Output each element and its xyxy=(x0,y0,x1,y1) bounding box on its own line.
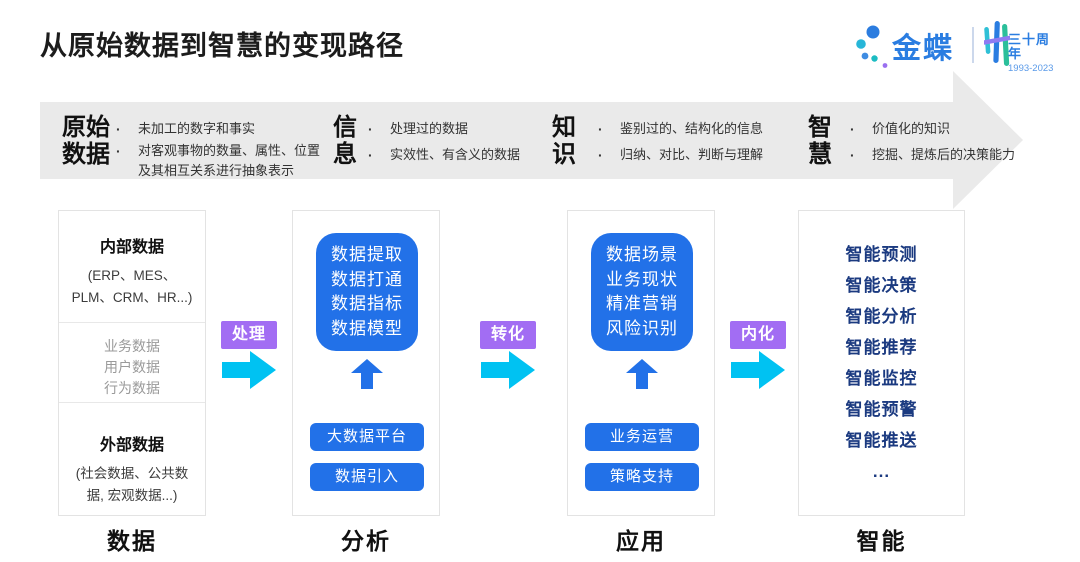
label-application: 应用 xyxy=(616,528,666,554)
connector-process-label: 处理 xyxy=(221,321,277,349)
right-arrow-icon xyxy=(481,351,535,389)
application-capability-box: 数据场景 业务现状 精准营销 风险识别 xyxy=(591,233,693,351)
column-intelligence: 智能预测 智能决策 智能分析 智能推荐 智能监控 智能预警 智能推送 ... xyxy=(798,210,965,516)
up-arrow-icon xyxy=(626,359,658,389)
bullet-item: 对客观事物的数量、属性、位置及其相互关系进行抽象表示 xyxy=(116,141,322,181)
bullet-item: 处理过的数据 xyxy=(368,119,563,139)
capability-line: 精准营销 xyxy=(606,294,678,313)
anniversary-years: 1993-2023 xyxy=(1008,62,1054,74)
intelligence-item: 智能预警 xyxy=(845,400,918,419)
capability-line: 数据场景 xyxy=(606,245,678,264)
label-data: 数据 xyxy=(107,528,157,554)
bullet-item: 归纳、对比、判断与理解 xyxy=(598,145,798,165)
logo-divider xyxy=(972,27,974,63)
stage-knowledge-line1: 知 xyxy=(552,114,576,141)
data-type-item: 行为数据 xyxy=(104,380,160,396)
kingdee-dots-icon xyxy=(856,25,888,68)
data-type-item: 用户数据 xyxy=(104,359,160,375)
stage-information-line2: 息 xyxy=(333,141,357,168)
page-title: 从原始数据到智慧的变现路径 xyxy=(40,31,404,61)
brand-name: 金蝶 xyxy=(892,33,955,65)
label-analysis: 分析 xyxy=(341,528,391,554)
capability-line: 数据打通 xyxy=(331,269,403,289)
analysis-pill-platform: 大数据平台 xyxy=(310,423,424,451)
application-pill-operation: 业务运营 xyxy=(585,423,699,451)
bullet-dot-icon xyxy=(368,119,390,139)
stage-knowledge-bullets: 鉴别过的、结构化的信息 归纳、对比、判断与理解 xyxy=(598,119,798,171)
anniversary-text: 三十周年 1993-2023 xyxy=(1008,32,1060,74)
bullet-dot-icon xyxy=(116,119,138,139)
external-data-section: 外部数据 (社会数据、公共数据, 宏观数据...) xyxy=(59,403,205,515)
stage-wisdom-name: 智 慧 xyxy=(808,114,832,168)
bullet-item: 鉴别过的、结构化的信息 xyxy=(598,119,798,139)
right-arrow-icon xyxy=(731,351,785,389)
stage-wisdom-bullets: 价值化的知识 挖掘、提炼后的决策能力 xyxy=(850,119,1022,171)
application-pill-strategy: 策略支持 xyxy=(585,463,699,491)
up-arrow-icon xyxy=(351,359,383,389)
column-analysis: 数据提取 数据打通 数据指标 数据模型 大数据平台 数据引入 xyxy=(292,210,440,516)
internal-data-section: 内部数据 (ERP、MES、PLM、CRM、HR...) xyxy=(59,211,205,323)
bullet-dot-icon xyxy=(116,141,138,181)
data-type-item: 业务数据 xyxy=(104,338,160,354)
banner-arrow-body xyxy=(40,102,953,179)
capability-line: 风险识别 xyxy=(606,318,678,338)
column-data: 内部数据 (ERP、MES、PLM、CRM、HR...) 业务数据 用户数据 行… xyxy=(58,210,206,516)
anniversary-30-icon xyxy=(984,21,1010,66)
bullet-item: 挖掘、提炼后的决策能力 xyxy=(850,145,1022,165)
stage-wisdom-line1: 智 xyxy=(808,114,832,141)
stage-raw-data-line2: 数据 xyxy=(62,141,110,168)
bullet-dot-icon xyxy=(368,145,390,165)
kingdee-logo: 金蝶 三十周年 1993-2023 xyxy=(850,14,1060,74)
internal-data-title: 内部数据 xyxy=(99,239,164,256)
intelligence-item: 智能监控 xyxy=(845,369,918,388)
right-arrow-icon xyxy=(222,351,276,389)
bullet-item: 实效性、有含义的数据 xyxy=(368,145,563,165)
capability-line: 业务现状 xyxy=(606,269,678,289)
intelligence-item: 智能推荐 xyxy=(845,338,918,357)
connector-transform-label: 转化 xyxy=(480,321,536,349)
anniversary-label: 三十周年 xyxy=(1008,32,1051,62)
analysis-pill-import: 数据引入 xyxy=(310,463,424,491)
stage-knowledge-name: 知 识 xyxy=(552,114,576,168)
stage-information-line1: 信 xyxy=(333,114,357,141)
bullet-item: 价值化的知识 xyxy=(850,119,1022,139)
stage-raw-data-line1: 原始 xyxy=(62,114,110,141)
analysis-capability-box: 数据提取 数据打通 数据指标 数据模型 xyxy=(316,233,418,351)
intelligence-item: 智能决策 xyxy=(845,276,918,295)
bullet-dot-icon xyxy=(850,145,872,165)
label-intelligence: 智能 xyxy=(856,528,907,554)
bullet-dot-icon xyxy=(850,119,872,139)
stage-information-name: 信 息 xyxy=(333,114,357,168)
internal-data-detail: (ERP、MES、PLM、CRM、HR...) xyxy=(71,268,193,305)
external-data-detail: (社会数据、公共数据, 宏观数据...) xyxy=(75,466,189,503)
banner-arrow-head-icon xyxy=(953,71,1023,209)
stage-raw-data-name: 原始 数据 xyxy=(62,114,110,168)
stage-knowledge-line2: 识 xyxy=(552,141,576,168)
capability-line: 数据模型 xyxy=(331,318,403,338)
bullet-dot-icon xyxy=(598,119,620,139)
middle-data-section: 业务数据 用户数据 行为数据 xyxy=(59,323,205,403)
intelligence-item-more: ... xyxy=(872,462,891,481)
column-application: 数据场景 业务现状 精准营销 风险识别 业务运营 策略支持 xyxy=(567,210,715,516)
intelligence-item: 智能推送 xyxy=(845,431,918,450)
bullet-dot-icon xyxy=(598,145,620,165)
capability-line: 数据指标 xyxy=(331,294,403,313)
bullet-item: 未加工的数字和事实 xyxy=(116,119,322,139)
stage-wisdom-line2: 慧 xyxy=(808,141,832,168)
external-data-title: 外部数据 xyxy=(99,437,164,454)
intelligence-item: 智能预测 xyxy=(845,245,918,264)
capability-line: 数据提取 xyxy=(331,245,403,264)
connector-internalize-label: 内化 xyxy=(730,321,786,349)
stage-information-bullets: 处理过的数据 实效性、有含义的数据 xyxy=(368,119,563,171)
stage-raw-data-bullets: 未加工的数字和事实 对客观事物的数量、属性、位置及其相互关系进行抽象表示 xyxy=(116,119,322,187)
intelligence-item: 智能分析 xyxy=(845,307,918,326)
